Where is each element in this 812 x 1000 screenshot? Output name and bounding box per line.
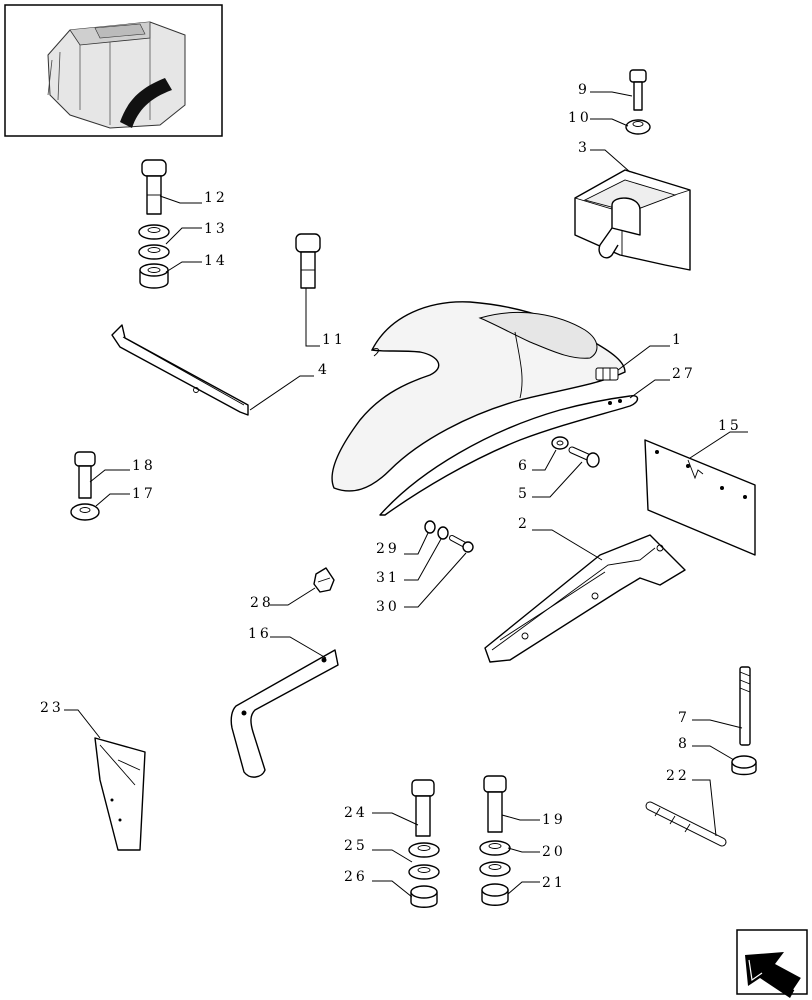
panel-15 bbox=[644, 439, 756, 556]
callout-13: 13 bbox=[204, 221, 228, 237]
clip-28 bbox=[313, 567, 335, 593]
bolt-19 bbox=[483, 775, 507, 833]
callout-17: 17 bbox=[132, 486, 156, 502]
callout-31: 31 bbox=[376, 570, 400, 586]
callout-2: 2 bbox=[518, 516, 530, 532]
bolt-12 bbox=[141, 159, 167, 215]
bolt-9 bbox=[629, 69, 647, 111]
bracket-3 bbox=[574, 169, 691, 271]
callout-22: 22 bbox=[666, 768, 690, 784]
washer-25 bbox=[408, 842, 440, 880]
callout-11: 11 bbox=[322, 332, 346, 348]
callout-9: 9 bbox=[578, 82, 590, 98]
bolt-24 bbox=[411, 779, 435, 837]
leader-lines bbox=[64, 91, 748, 898]
stud-7 bbox=[739, 666, 751, 746]
callout-25: 25 bbox=[344, 838, 368, 854]
stay-bar-4 bbox=[111, 324, 249, 416]
callout-labels: 1 2 3 4 5 6 7 8 9 10 11 12 13 14 15 16 1… bbox=[40, 82, 742, 891]
callout-19: 19 bbox=[542, 812, 566, 828]
callout-5: 5 bbox=[518, 486, 530, 502]
pin-22 bbox=[645, 801, 727, 847]
bolt-18 bbox=[74, 451, 96, 499]
callout-26: 26 bbox=[344, 869, 368, 885]
nut-21 bbox=[481, 883, 509, 906]
tractor-cab-thumbnail-icon[interactable] bbox=[4, 4, 223, 137]
bracket-23 bbox=[94, 737, 146, 851]
nut-26 bbox=[410, 885, 438, 908]
next-page-arrow-icon[interactable] bbox=[736, 929, 808, 998]
bolt-5 bbox=[568, 446, 600, 468]
callout-10: 10 bbox=[568, 110, 592, 126]
bolt-11 bbox=[295, 233, 321, 289]
callout-7: 7 bbox=[678, 710, 690, 726]
washer-20 bbox=[479, 840, 511, 877]
washer-17 bbox=[70, 503, 100, 521]
washer-10 bbox=[625, 119, 651, 135]
fender-1 bbox=[331, 301, 626, 492]
stay-16 bbox=[230, 649, 339, 778]
washer-6 bbox=[551, 436, 569, 450]
callout-18: 18 bbox=[132, 458, 156, 474]
trim-strip-27 bbox=[379, 394, 639, 516]
bolt-30 bbox=[449, 535, 474, 553]
callout-12: 12 bbox=[204, 190, 228, 206]
callout-14: 14 bbox=[204, 253, 228, 269]
washer-13 bbox=[138, 224, 170, 260]
callout-16: 16 bbox=[248, 626, 272, 642]
callout-1: 1 bbox=[672, 332, 684, 348]
callout-29: 29 bbox=[376, 541, 400, 557]
callout-8: 8 bbox=[678, 736, 690, 752]
nut-8 bbox=[731, 755, 757, 776]
callout-24: 24 bbox=[344, 805, 368, 821]
nut-14 bbox=[139, 263, 169, 289]
washer-29 bbox=[424, 520, 436, 534]
washer-31 bbox=[437, 526, 449, 540]
callout-21: 21 bbox=[542, 875, 566, 891]
callout-27: 27 bbox=[672, 366, 696, 382]
callout-28: 28 bbox=[250, 595, 274, 611]
callout-20: 20 bbox=[542, 844, 566, 860]
callout-30: 30 bbox=[376, 599, 400, 615]
callout-4: 4 bbox=[318, 362, 330, 378]
callout-23: 23 bbox=[40, 700, 64, 716]
bracket-2 bbox=[484, 534, 686, 663]
callout-6: 6 bbox=[518, 458, 530, 474]
callout-3: 3 bbox=[578, 140, 590, 156]
callout-15: 15 bbox=[718, 418, 742, 434]
